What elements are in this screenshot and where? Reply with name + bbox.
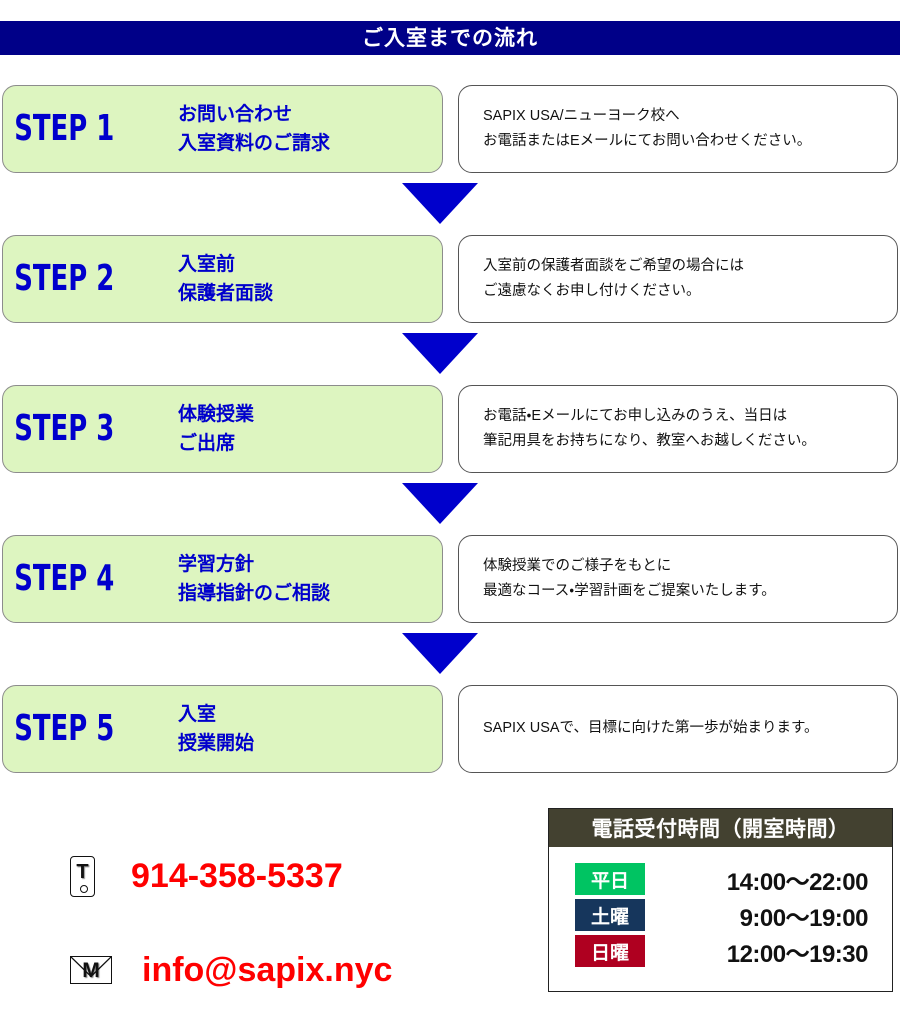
step-heading-line1: 体験授業 <box>178 403 255 425</box>
office-hours-title: 電話受付時間（開室時間） <box>549 809 892 847</box>
table-row: 土曜 9:00〜19:00 <box>549 897 892 933</box>
step-number-label-3: STEP 3 <box>14 408 115 449</box>
step-row: STEP 2 入室前 保護者面談 入室前の保護者面談をご希望の場合には ご遠慮な… <box>0 235 900 374</box>
step-heading-line2: ご出席 <box>178 433 236 454</box>
step-heading-line1: 学習方針 <box>178 553 255 575</box>
step-number-label-4: STEP 4 <box>14 558 115 599</box>
step-detail-card-4: 体験授業でのご様子をもとに 最適なコース・学習計画をご提案いたします。 <box>458 535 898 623</box>
step-row: STEP 4 学習方針 指導指針のご相談 体験授業でのご様子をもとに 最適なコー… <box>0 535 900 674</box>
step-desc-line2: 筆記用具をお持ちになり、教室へお越しください。 <box>483 433 816 449</box>
phone-icon: T <box>70 855 95 897</box>
day-badge-saturday: 土曜 <box>575 899 645 931</box>
step-summary-card-2: STEP 2 入室前 保護者面談 <box>2 235 443 323</box>
step-heading-line1: 入室前 <box>178 253 236 275</box>
day-badge-sunday: 日曜 <box>575 935 645 967</box>
step-summary-card-3: STEP 3 体験授業 ご出席 <box>2 385 443 473</box>
step-desc-line1: 入室前の保護者面談をご希望の場合には <box>483 257 744 274</box>
day-badge-weekday: 平日 <box>575 863 645 895</box>
hours-value-sunday: 12:00〜19:30 <box>726 940 869 968</box>
step-summary-card-4: STEP 4 学習方針 指導指針のご相談 <box>2 535 443 623</box>
step-heading-5: 入室 授業開始 <box>178 700 254 759</box>
table-row: 日曜 12:00〜19:30 <box>549 933 892 969</box>
step-summary-card-5: STEP 5 入室 授業開始 <box>2 685 443 773</box>
page-title-bar: ご入室までの流れ <box>0 21 900 55</box>
office-hours-table: 電話受付時間（開室時間） 平日 14:00〜22:00 土曜 9:00〜19:0… <box>548 808 893 992</box>
email-contact-row[interactable]: M info@sapix.nyc <box>70 939 490 1001</box>
step-row: STEP 1 お問い合わせ 入室資料のご請求 SAPIX USA/ニューヨーク校… <box>0 85 900 224</box>
step-row: STEP 3 体験授業 ご出席 お電話・Eメールにてお申し込みのうえ、当日は 筆… <box>0 385 900 524</box>
step-heading-line2: 指導指針のご相談 <box>178 583 331 604</box>
step-row: STEP 5 入室 授業開始 SAPIX USAで、目標に向けた第一歩が始まりま… <box>0 685 900 773</box>
step-detail-card-5: SAPIX USAで、目標に向けた第一歩が始まります。 <box>458 685 898 773</box>
contact-block: T 914-358-5337 M info@sapix.nyc <box>70 845 490 1001</box>
step-heading-1: お問い合わせ 入室資料のご請求 <box>178 100 330 159</box>
phone-home-button-icon <box>79 885 88 893</box>
down-arrow-icon <box>402 183 478 224</box>
hours-value-weekday: 14:00〜22:00 <box>726 868 869 896</box>
mail-icon: M <box>70 956 112 984</box>
step-desc-line1: SAPIX USA/ニューヨーク校へ <box>483 107 680 124</box>
mail-flap-icon <box>71 957 111 978</box>
phone-icon-glyph: T <box>76 860 89 883</box>
email-address[interactable]: info@sapix.nyc <box>142 951 393 989</box>
step-detail-card-2: 入室前の保護者面談をご希望の場合には ご遠慮なくお申し付けください。 <box>458 235 898 323</box>
step-heading-line2: 保護者面談 <box>178 283 274 304</box>
step-heading-3: 体験授業 ご出席 <box>178 400 254 459</box>
office-hours-rows: 平日 14:00〜22:00 土曜 9:00〜19:00 日曜 12:00〜19… <box>549 847 892 991</box>
step-heading-4: 学習方針 指導指針のご相談 <box>178 550 330 609</box>
step-heading-line1: お問い合わせ <box>178 103 293 125</box>
step-heading-line2: 授業開始 <box>178 733 255 754</box>
down-arrow-icon <box>402 633 478 674</box>
step-number-label-5: STEP 5 <box>14 708 115 749</box>
step-detail-card-1: SAPIX USA/ニューヨーク校へ お電話またはEメールにてお問い合わせくださ… <box>458 85 898 173</box>
step-heading-line2: 入室資料のご請求 <box>178 133 331 154</box>
phone-contact-row[interactable]: T 914-358-5337 <box>70 845 490 907</box>
step-desc-line1: お電話・Eメールにてお申し込みのうえ、当日は <box>483 407 788 424</box>
step-desc-line1: SAPIX USAで、目標に向けた第一歩が始まります。 <box>483 720 819 737</box>
step-heading-2: 入室前 保護者面談 <box>178 250 273 309</box>
step-detail-card-3: お電話・Eメールにてお申し込みのうえ、当日は 筆記用具をお持ちになり、教室へお越… <box>458 385 898 473</box>
mail-icon-glyph: M <box>82 958 100 982</box>
step-desc-line1: 体験授業でのご様子をもとに <box>483 557 672 574</box>
hours-value-saturday: 9:00〜19:00 <box>739 904 869 932</box>
step-heading-line1: 入室 <box>178 703 217 725</box>
step-summary-card-1: STEP 1 お問い合わせ 入室資料のご請求 <box>2 85 443 173</box>
table-row: 平日 14:00〜22:00 <box>549 861 892 897</box>
step-desc-line2: 最適なコース・学習計画をご提案いたします。 <box>483 583 776 599</box>
step-desc-line2: ご遠慮なくお申し付けください。 <box>483 283 701 299</box>
down-arrow-icon <box>402 333 478 374</box>
steps-flow: STEP 1 お問い合わせ 入室資料のご請求 SAPIX USA/ニューヨーク校… <box>0 85 900 773</box>
step-number-label-1: STEP 1 <box>14 108 115 149</box>
step-desc-line2: お電話またはEメールにてお問い合わせください。 <box>483 133 812 149</box>
step-number-label-2: STEP 2 <box>14 258 115 299</box>
phone-number[interactable]: 914-358-5337 <box>131 857 343 895</box>
page-title: ご入室までの流れ <box>362 26 538 50</box>
down-arrow-icon <box>402 483 478 524</box>
